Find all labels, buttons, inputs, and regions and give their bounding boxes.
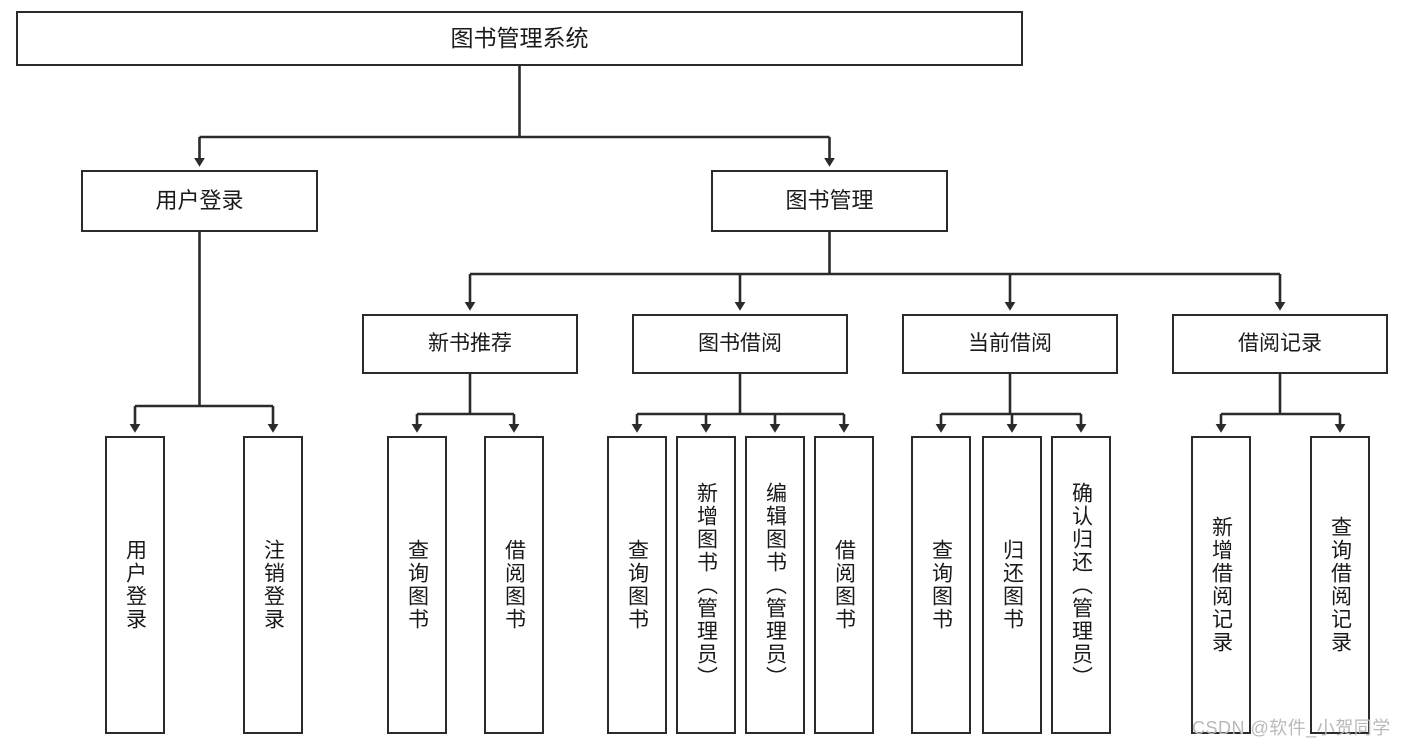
node-leaf-query-book-recommend[interactable]: 查询图书 <box>387 436 447 734</box>
node-book-borrow[interactable]: 图书借阅 <box>632 314 848 374</box>
root-node-book-management-system[interactable]: 图书管理系统 <box>16 11 1023 66</box>
node-label: 查询图书 <box>405 539 429 631</box>
node-leaf-add-borrow-record[interactable]: 新增借阅记录 <box>1191 436 1251 734</box>
node-leaf-borrow-book-recommend[interactable]: 借阅图书 <box>484 436 544 734</box>
node-label: 当前借阅 <box>968 332 1052 356</box>
node-leaf-query-book-borrow[interactable]: 查询图书 <box>607 436 667 734</box>
node-label: 用户登录 <box>123 539 147 631</box>
node-label: 归还图书 <box>1000 539 1024 631</box>
node-book-management[interactable]: 图书管理 <box>711 170 948 232</box>
node-leaf-add-book-admin[interactable]: 新增图书（管理员） <box>676 436 736 734</box>
node-leaf-confirm-return-admin[interactable]: 确认归还（管理员） <box>1051 436 1111 734</box>
node-label: 借阅图书 <box>832 539 856 631</box>
node-user-login[interactable]: 用户登录 <box>81 170 318 232</box>
node-label: 用户登录 <box>155 187 244 213</box>
node-label: 查询借阅记录 <box>1328 516 1352 654</box>
node-leaf-query-book-current[interactable]: 查询图书 <box>911 436 971 734</box>
node-leaf-logout-login[interactable]: 注销登录 <box>243 436 303 734</box>
node-leaf-borrow-book[interactable]: 借阅图书 <box>814 436 874 734</box>
node-label: 查询图书 <box>929 539 953 631</box>
node-label: 图书借阅 <box>698 332 782 356</box>
node-label: 编辑图书（管理员） <box>763 481 787 689</box>
node-label: 图书管理系统 <box>450 24 589 51</box>
node-label: 图书管理 <box>785 187 874 213</box>
node-label: 借阅记录 <box>1238 332 1322 356</box>
node-leaf-return-book[interactable]: 归还图书 <box>982 436 1042 734</box>
node-new-book-recommend[interactable]: 新书推荐 <box>362 314 578 374</box>
node-label: 新书推荐 <box>428 332 512 356</box>
node-leaf-edit-book-admin[interactable]: 编辑图书（管理员） <box>745 436 805 734</box>
node-label: 确认归还（管理员） <box>1069 481 1093 689</box>
node-leaf-user-login[interactable]: 用户登录 <box>105 436 165 734</box>
node-leaf-query-borrow-record[interactable]: 查询借阅记录 <box>1310 436 1370 734</box>
node-label: 借阅图书 <box>502 539 526 631</box>
node-label: 查询图书 <box>625 539 649 631</box>
node-label: 新增借阅记录 <box>1209 516 1233 654</box>
node-current-borrow[interactable]: 当前借阅 <box>902 314 1118 374</box>
node-borrow-record[interactable]: 借阅记录 <box>1172 314 1388 374</box>
node-label: 新增图书（管理员） <box>694 481 718 689</box>
node-label: 注销登录 <box>261 539 285 631</box>
